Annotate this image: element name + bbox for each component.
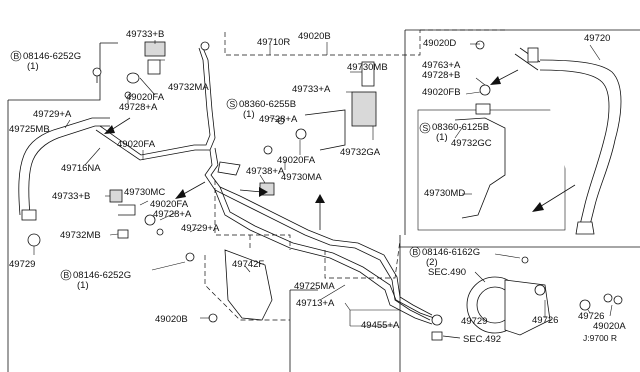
bolt-bottom-left [208, 313, 218, 323]
label-49725mb: 49725MB [9, 124, 50, 135]
callout-labels: 49733+B B 08146-6252G (1) 49732MA 49020F… [9, 29, 626, 345]
bolt-symbol-b-top-letter: B [14, 51, 20, 61]
label-49742f: 49742F [232, 259, 264, 270]
dashed-outline [204, 29, 505, 321]
label-49020fa-2: 49020FA [277, 155, 316, 166]
label-49730ma: 49730MA [281, 172, 322, 183]
label-49738a: 49738+A [246, 166, 285, 177]
label-49732mb: 49732MB [60, 230, 101, 241]
label-49732ma: 49732MA [168, 82, 209, 93]
label-sec-490: SEC.490 [428, 267, 466, 278]
label-49020a: 49020A [593, 321, 626, 332]
label-49733b-top: 49733+B [126, 29, 164, 40]
pressure-pipe-upper [95, 41, 216, 161]
label-08146-6162g: 08146-6162G [422, 247, 480, 258]
label-08360-6125b: 08360-6125B [432, 122, 489, 133]
bolt-symbol-b-right-letter: B [413, 247, 419, 257]
label-49725ma: 49725MA [294, 281, 335, 292]
label-49729-left: 49729 [9, 259, 35, 270]
screw-symbol-s-1 [226, 98, 238, 110]
label-49733a: 49733+A [292, 84, 331, 95]
label-49455a: 49455+A [361, 320, 400, 331]
left-return-hose [18, 117, 110, 216]
pressure-pipe-lower [204, 147, 435, 325]
label-49728b: 49728+B [422, 70, 460, 81]
clip-left [21, 209, 41, 247]
label-49020fa-3: 49020FA [117, 139, 156, 150]
label-49728a-3: 49728+A [153, 209, 192, 220]
label-49726-2: 49726 [578, 311, 604, 322]
bolt-symbol-b-bottom [60, 269, 72, 281]
bolt-symbol-b-top [10, 50, 22, 62]
reservoir-outlet-pipe [514, 47, 541, 71]
label-49730mc: 49730MC [124, 187, 165, 198]
bracket-center-top [263, 61, 377, 155]
label-49726-1: 49726 [532, 315, 558, 326]
label-49710r: 49710R [257, 37, 290, 48]
label-49716na: 49716NA [61, 163, 101, 174]
label-08146-6162g-qty: (2) [426, 257, 438, 268]
label-49020fb: 49020FB [422, 87, 461, 98]
reservoir-hose-right [539, 59, 622, 235]
leader-lines [33, 40, 613, 327]
label-49713a: 49713+A [296, 298, 335, 309]
power-steering-pump [466, 256, 623, 336]
label-49732gc: 49732GC [451, 138, 492, 149]
bracket-right [454, 40, 506, 219]
label-08146-6252g-top-qty: (1) [27, 61, 39, 72]
label-08360-6255b: 08360-6255B [239, 99, 296, 110]
label-49020fa-1: 49020FA [126, 92, 165, 103]
direction-arrows [104, 69, 576, 339]
label-49020fa-4: 49020FA [150, 199, 189, 210]
label-49730md: 49730MD [424, 188, 465, 199]
bolt-symbol-b-right [409, 246, 421, 258]
connector-bottom [431, 314, 443, 341]
clamp-parts-top [124, 41, 166, 99]
screw-symbol-s-2 [419, 122, 431, 134]
screw-symbol-s-1-letter: S [230, 99, 236, 109]
label-49729-bottom: 49729 [461, 316, 487, 327]
label-08146-6252g-bottom-qty: (1) [77, 280, 89, 291]
label-49020d: 49020D [423, 38, 456, 49]
label-49728a-1: 49728+A [119, 102, 158, 113]
label-sec-492: SEC.492 [463, 334, 501, 345]
diagram-code: J:9700 R [583, 333, 617, 343]
bolt-top-left [92, 67, 102, 83]
label-49729a-1: 49729+A [33, 109, 72, 120]
label-49020b-bottom: 49020B [155, 314, 188, 325]
label-49732ga: 49732GA [340, 147, 381, 158]
label-49728a-2: 49728+A [259, 114, 298, 125]
label-49730mb: 49730MB [347, 62, 388, 73]
label-49733b-mid: 49733+B [52, 191, 90, 202]
label-49020b-top: 49020B [298, 31, 331, 42]
clamp-parts-left-mid [109, 189, 195, 262]
label-08146-6252g-bottom: 08146-6252G [73, 270, 131, 281]
label-49720: 49720 [584, 33, 610, 44]
label-49763a: 49763+A [422, 60, 461, 71]
screw-symbol-s-2-letter: S [423, 123, 429, 133]
label-08146-6252g-top: 08146-6252G [23, 51, 81, 62]
label-08360-6255b-qty: (1) [243, 109, 255, 120]
bolt-symbol-b-bottom-letter: B [64, 270, 70, 280]
label-49729a-2: 49729+A [181, 223, 220, 234]
heat-shield [224, 249, 273, 321]
label-08360-6125b-qty: (1) [436, 132, 448, 143]
